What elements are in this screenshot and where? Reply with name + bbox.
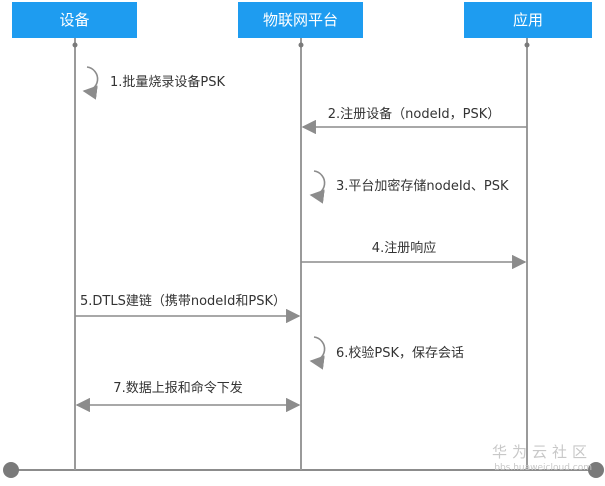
message-3-label: 3.平台加密存储nodeId、PSK <box>336 178 509 194</box>
baseline-left-dot <box>3 462 19 478</box>
message-6-loop <box>309 336 326 370</box>
message-1-self: 1.批量烧录设备PSK <box>82 66 225 100</box>
participant-iot-platform-label: 物联网平台 <box>263 11 338 29</box>
participant-app: 应用 <box>464 2 592 38</box>
watermark-url: bbs.huaweicloud.com <box>494 463 592 473</box>
participant-app-box <box>464 2 592 38</box>
participant-device-box <box>12 2 137 38</box>
message-7-label: 7.数据上报和命令下发 <box>113 380 242 396</box>
participant-iot-platform: 物联网平台 <box>238 2 363 38</box>
message-5-label: 5.DTLS建链（携带nodeId和PSK） <box>80 293 286 309</box>
message-7-double-arrow: 7.数据上报和命令下发 <box>75 380 301 413</box>
message-3-loop <box>309 170 326 204</box>
lifeline-iot-top-dot <box>298 42 304 48</box>
message-6-label: 6.校验PSK，保存会话 <box>336 345 464 361</box>
baseline-right-dot <box>588 462 604 478</box>
watermark-brand: 华为云社区 <box>492 443 592 461</box>
message-4-label: 4.注册响应 <box>372 240 436 256</box>
message-5-arrow: 5.DTLS建链（携带nodeId和PSK） <box>75 293 301 324</box>
participant-device: 设备 <box>12 2 137 38</box>
participant-app-label: 应用 <box>513 11 543 29</box>
lifeline-device-top-dot <box>72 42 78 48</box>
message-2-label: 2.注册设备（nodeId，PSK） <box>328 106 501 122</box>
message-4-arrow: 4.注册响应 <box>301 240 527 270</box>
lifeline-app-top-dot <box>524 42 530 48</box>
watermark: 华为云社区 bbs.huaweicloud.com <box>492 443 592 473</box>
participant-iot-platform-box <box>238 2 363 38</box>
participant-device-label: 设备 <box>59 11 89 29</box>
message-6-self: 6.校验PSK，保存会话 <box>309 336 464 370</box>
message-3-self: 3.平台加密存储nodeId、PSK <box>309 170 509 204</box>
message-1-loop <box>82 66 99 100</box>
message-2-arrow: 2.注册设备（nodeId，PSK） <box>301 106 527 135</box>
message-1-label: 1.批量烧录设备PSK <box>110 74 225 90</box>
